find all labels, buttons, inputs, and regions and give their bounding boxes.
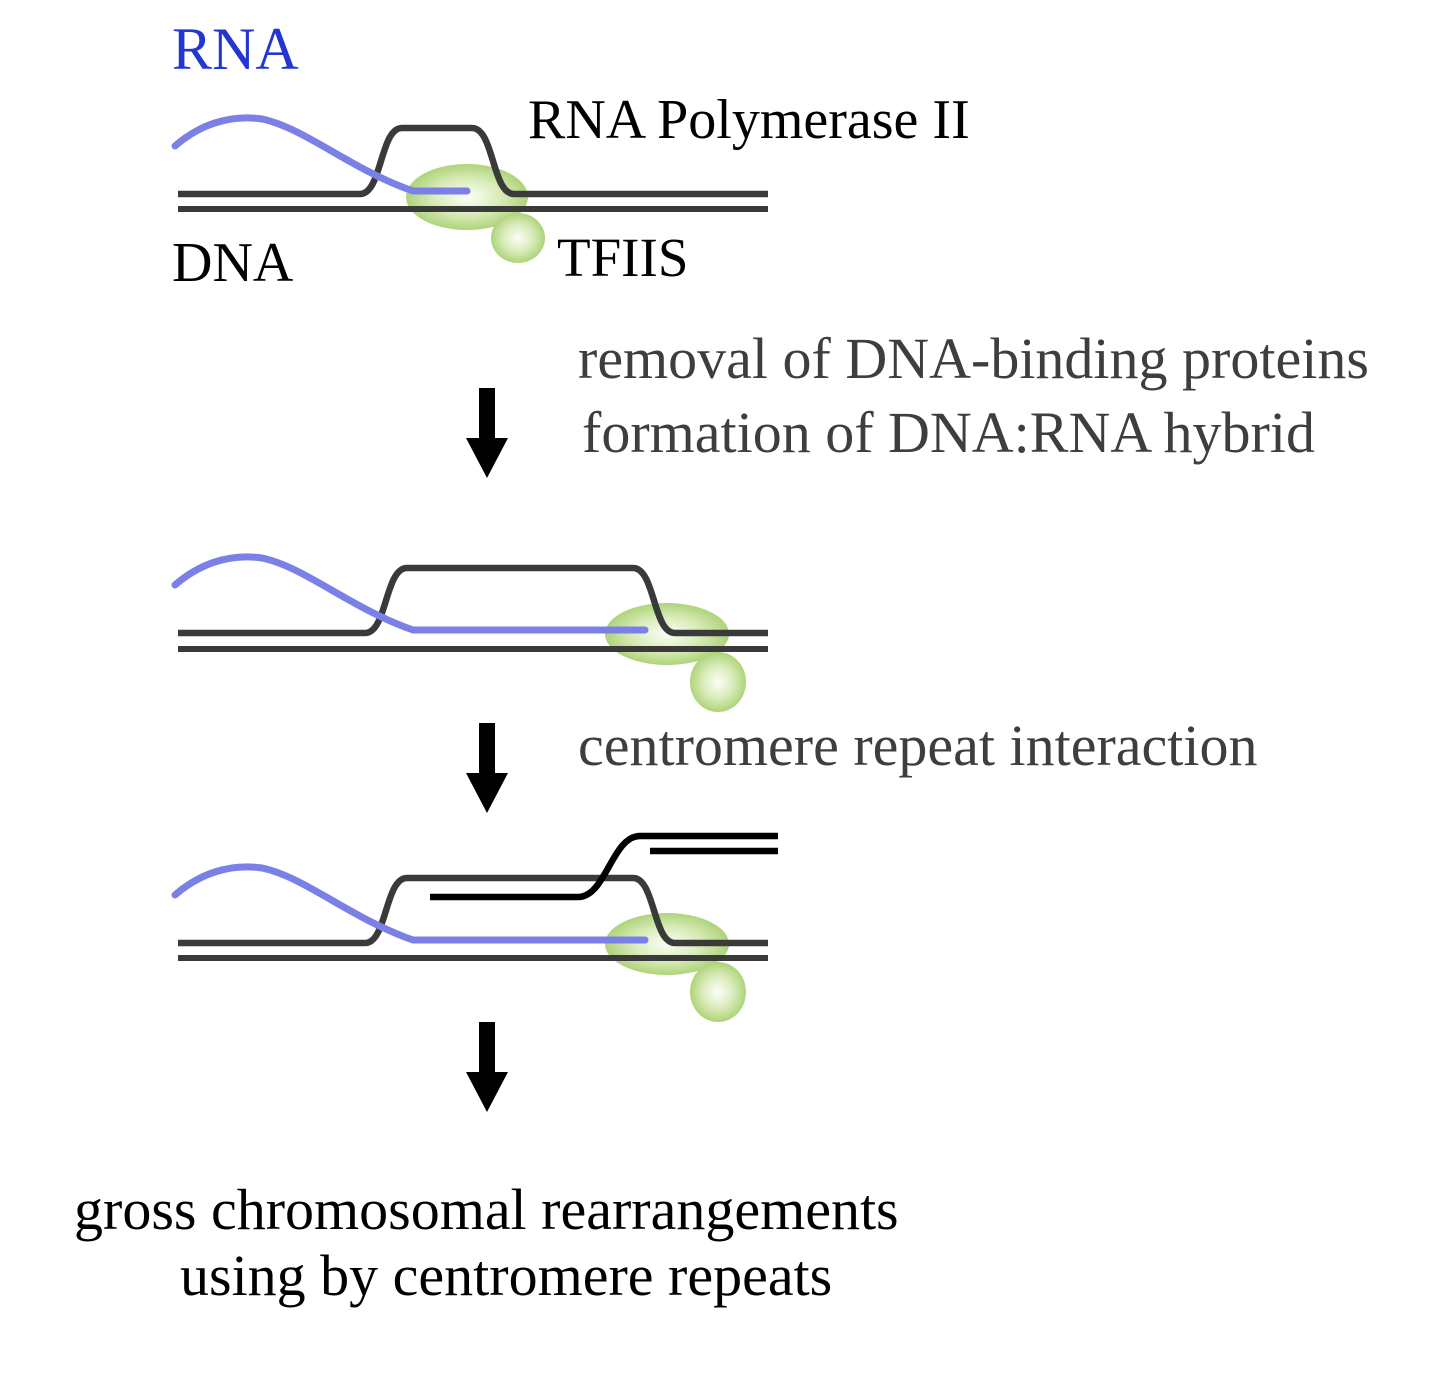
dna-top-strand-polymerase-bubble bbox=[178, 124, 768, 198]
tfiis-blob bbox=[491, 213, 545, 263]
step1-caption-line1: removal of DNA-binding proteins bbox=[578, 326, 1369, 391]
dna-top-strand-polymerase-bubble bbox=[178, 564, 768, 637]
tfiis-label: TFIIS bbox=[557, 227, 689, 288]
diagram-panel-2 bbox=[171, 553, 768, 712]
down-arrow-icon bbox=[466, 723, 508, 813]
step1-caption-line2: formation of DNA:RNA hybrid bbox=[582, 400, 1315, 465]
tfiis-blob bbox=[690, 962, 746, 1022]
dna-top-strand-polymerase-bubble bbox=[178, 874, 768, 947]
step2-caption: centromere repeat interaction bbox=[578, 713, 1258, 778]
outcome-caption-line1: gross chromosomal rearrangements bbox=[74, 1177, 899, 1242]
down-arrow-icon bbox=[466, 388, 508, 478]
dna-label: DNA bbox=[172, 232, 294, 294]
rna-polymerase-label: RNA Polymerase II bbox=[528, 89, 970, 151]
outcome-caption-line2: using by centromere repeats bbox=[180, 1243, 833, 1308]
down-arrow-icon bbox=[466, 1022, 508, 1112]
dna-rna-hybrid-strand bbox=[171, 553, 649, 634]
dna-rna-hybrid-strand bbox=[171, 863, 649, 944]
tfiis-blob bbox=[690, 652, 746, 712]
rna-transcript-strand bbox=[171, 114, 471, 195]
rna-label: RNA bbox=[172, 16, 299, 82]
centromere-repeat-invading-strand bbox=[430, 832, 778, 901]
diagram-panel-1 bbox=[171, 114, 768, 263]
diagram-panel-3 bbox=[171, 832, 778, 1022]
